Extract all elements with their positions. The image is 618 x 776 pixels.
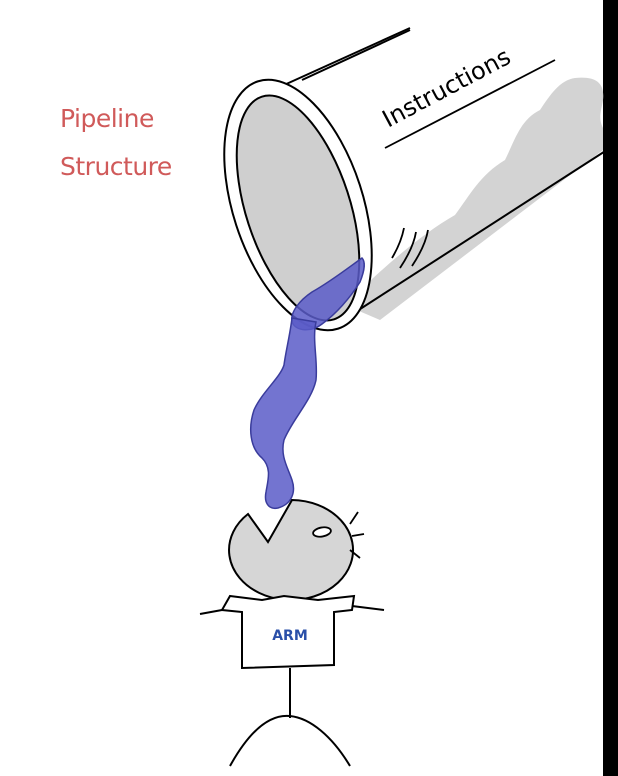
- right-arm: [351, 605, 385, 611]
- shirt: [220, 594, 356, 670]
- pipe-top-edge-extension: [301, 29, 411, 81]
- shirt-label: ARM: [272, 628, 308, 644]
- title-line-2: Structure: [60, 152, 172, 181]
- pacman-head: [228, 498, 355, 601]
- head-hair-3: [349, 549, 361, 559]
- left-arm: [199, 609, 223, 615]
- pipe-shadow: [345, 77, 604, 320]
- pipe-hatch-1: [391, 227, 405, 259]
- pipe-hatch-3: [411, 229, 429, 267]
- pipe-hatch-2: [399, 231, 417, 269]
- pipe-label-underline: [384, 59, 556, 149]
- head-eye: [312, 526, 332, 538]
- pipe-opening: [235, 94, 361, 322]
- liquid-stream: [249, 317, 318, 510]
- pipe-bottom-edge: [339, 147, 611, 323]
- legs: [229, 714, 351, 767]
- title-line-1: Pipeline: [60, 104, 154, 133]
- head-hair-1: [349, 511, 359, 525]
- head-hair-2: [351, 533, 365, 537]
